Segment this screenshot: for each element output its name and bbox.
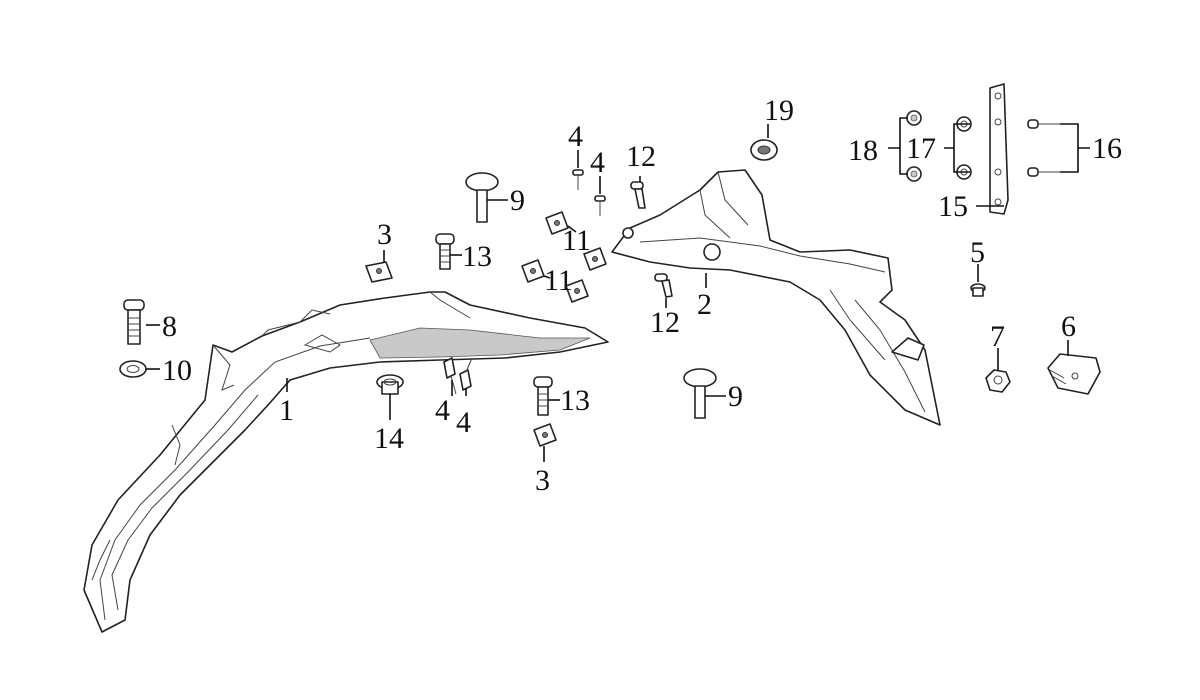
- callout-4-c: 4: [435, 394, 450, 427]
- callout-14: 14: [374, 422, 404, 455]
- callout-4-b: 4: [590, 146, 605, 179]
- callout-12-a: 12: [626, 140, 656, 173]
- part-3-clip-nut-b: [533, 423, 557, 447]
- callout-labels: 1 2 3 3 4 4 4 4 5 6 7 8 9 9 10 11 11 12 …: [162, 94, 1122, 497]
- part-11-clip-nut-c: [521, 259, 545, 283]
- callout-6: 6: [1061, 310, 1076, 343]
- part-16-screw-a: [1027, 119, 1062, 129]
- callout-13-a: 13: [462, 240, 492, 273]
- callout-4-a: 4: [568, 120, 583, 153]
- part-10-washer: [119, 360, 147, 378]
- callout-13-b: 13: [560, 384, 590, 417]
- callout-15: 15: [938, 190, 968, 223]
- part-12-screw-b: [654, 273, 673, 298]
- callout-9-a: 9: [510, 184, 525, 217]
- part-5-grommet: [970, 283, 986, 297]
- part-4-screw-c: [443, 357, 457, 395]
- part-3-clip-nut-a: [365, 261, 393, 283]
- part-1-rear-fender: [83, 291, 609, 633]
- callout-10: 10: [162, 354, 192, 387]
- callout-9-b: 9: [728, 380, 743, 413]
- part-12-screw-a: [630, 181, 646, 209]
- callout-2: 2: [697, 288, 712, 321]
- callout-3-a: 3: [377, 218, 392, 251]
- callout-8: 8: [162, 310, 177, 343]
- callout-4-d: 4: [456, 406, 471, 439]
- callout-17: 17: [906, 132, 936, 165]
- part-18-grommet-a: [906, 110, 922, 126]
- callout-11-b: 11: [544, 264, 573, 297]
- part-6-reflector: [1047, 353, 1101, 395]
- part-13-bolt-a: [435, 233, 455, 270]
- part-18-grommet-b: [906, 166, 922, 182]
- part-9-bolt-b: [683, 368, 717, 419]
- part-4-screw-a: [572, 169, 584, 190]
- callout-19: 19: [764, 94, 794, 127]
- callout-11-a: 11: [562, 224, 591, 257]
- part-13-bolt-b: [533, 376, 553, 416]
- part-7-flange-nut: [985, 369, 1011, 393]
- part-8-bolt: [123, 299, 145, 345]
- part-11-clip-nut-b: [583, 247, 607, 271]
- part-2-tail-bracket: [611, 169, 941, 426]
- callout-5: 5: [970, 236, 985, 269]
- part-15-plate-bracket: [989, 83, 1009, 215]
- part-14-clip: [376, 374, 404, 395]
- callout-7: 7: [990, 320, 1005, 353]
- part-4-screw-d: [459, 357, 473, 391]
- callout-18: 18: [848, 134, 878, 167]
- part-11-clip-nut-a: [545, 211, 569, 235]
- part-11-clip-nut-d: [565, 279, 589, 303]
- callout-3-b: 3: [535, 464, 550, 497]
- part-9-bolt-a: [465, 172, 499, 223]
- callout-16: 16: [1092, 132, 1122, 165]
- callout-1: 1: [279, 394, 294, 427]
- part-16-screw-b: [1027, 167, 1062, 177]
- leader-lines: [146, 117, 1090, 462]
- part-19-nut: [750, 139, 778, 161]
- callout-12-b: 12: [650, 306, 680, 339]
- part-4-screw-b: [594, 195, 606, 216]
